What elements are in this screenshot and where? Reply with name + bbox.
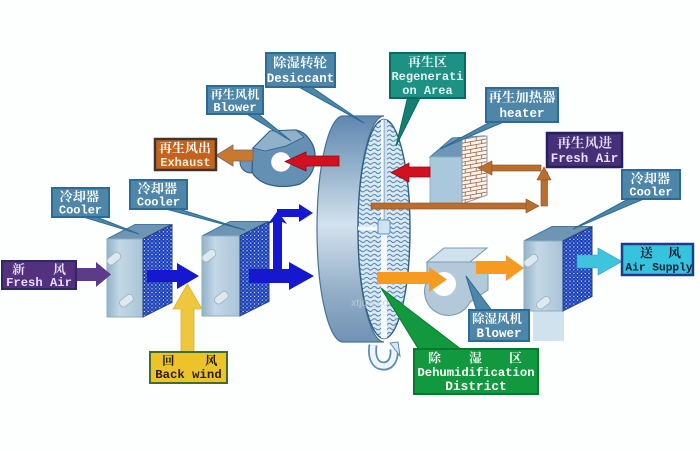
svg-text:Cooler: Cooler xyxy=(629,186,672,200)
svg-text:Cooler: Cooler xyxy=(59,204,102,218)
svg-text:Dehumidification: Dehumidification xyxy=(417,366,534,380)
svg-text:xtjqw.com: xtjqw.com xyxy=(351,297,397,309)
svg-text:Air Supply: Air Supply xyxy=(625,263,692,275)
svg-text:Desiccant: Desiccant xyxy=(267,72,335,86)
svg-text:Regenerati: Regenerati xyxy=(391,70,463,84)
svg-text:Back wind: Back wind xyxy=(155,368,221,382)
svg-text:Fresh Air: Fresh Air xyxy=(551,152,619,166)
svg-text:Fresh Air: Fresh Air xyxy=(6,276,72,290)
svg-text:Blower: Blower xyxy=(476,327,521,341)
svg-text:District: District xyxy=(445,379,506,394)
svg-text:heater: heater xyxy=(499,107,544,121)
svg-text:on Area: on Area xyxy=(402,84,452,98)
svg-text:Cooler: Cooler xyxy=(137,196,180,210)
svg-text:Exhaust: Exhaust xyxy=(160,156,210,170)
svg-text:Blower: Blower xyxy=(213,101,256,115)
